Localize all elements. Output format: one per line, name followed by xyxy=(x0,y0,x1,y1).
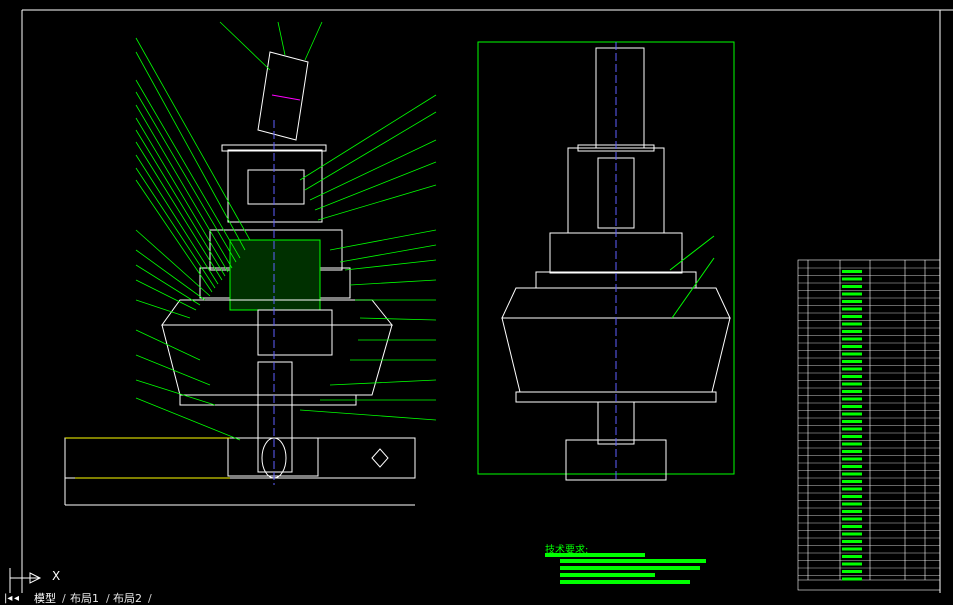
tab-divider: / xyxy=(106,592,110,605)
table-cell-text xyxy=(842,277,862,281)
table-cell-text xyxy=(842,532,862,536)
table-cell-text xyxy=(842,427,862,431)
table-cell-text xyxy=(842,442,862,446)
elevation-view-right xyxy=(477,41,735,481)
table-cell-text xyxy=(842,472,862,476)
table-cell-text xyxy=(842,345,862,348)
table-cell-text xyxy=(842,322,862,326)
table-cell-text xyxy=(842,495,862,498)
layout-tab-bar: |◂ ◂ 模型 / 布局1 / 布局2 / xyxy=(0,593,953,605)
table-cell-text xyxy=(842,382,862,386)
table-cell-text xyxy=(842,502,862,506)
table-cell-text xyxy=(842,292,862,296)
table-cell-text xyxy=(842,315,862,318)
leader-lines-left xyxy=(135,21,437,441)
table-cell-text xyxy=(842,577,862,581)
assembly-view-left xyxy=(64,51,416,506)
table-cell-text xyxy=(842,570,862,573)
table-cell-text xyxy=(842,435,862,438)
table-cell-text xyxy=(842,405,862,408)
table-cell-text xyxy=(842,510,862,513)
parts-list-table xyxy=(797,259,941,591)
tab-divider: / xyxy=(148,592,152,605)
table-cell-text xyxy=(842,352,862,356)
tab-layout1[interactable]: 布局1 xyxy=(70,592,99,605)
table-cell-text xyxy=(842,450,862,453)
table-cell-text xyxy=(842,562,862,566)
ucs-x-label: X xyxy=(52,569,61,583)
table-cell-text xyxy=(842,390,862,393)
table-cell-text xyxy=(842,457,862,461)
table-cell-text xyxy=(842,375,862,378)
table-cell-text xyxy=(842,300,862,303)
table-cell-text xyxy=(842,525,862,528)
table-cell-text xyxy=(842,465,862,468)
table-cell-text xyxy=(842,487,862,491)
tab-layout2[interactable]: 布局2 xyxy=(113,592,142,605)
parts-list-rows xyxy=(798,267,940,581)
drawing-frame xyxy=(21,9,953,593)
tech-requirements-title: 技术要求: xyxy=(545,545,589,556)
tab-nav-first-icon[interactable]: |◂ xyxy=(4,593,13,604)
table-cell-text xyxy=(842,307,862,311)
table-cell-text xyxy=(842,270,862,273)
table-cell-text xyxy=(842,540,862,543)
table-cell-text xyxy=(842,412,862,416)
table-cell-text xyxy=(842,337,862,341)
table-cell-text xyxy=(842,420,862,423)
table-cell-text xyxy=(842,547,862,551)
table-cell-text xyxy=(842,367,862,371)
table-cell-text xyxy=(842,555,862,558)
table-cell-text xyxy=(842,480,862,483)
tab-nav-prev-icon[interactable]: ◂ xyxy=(14,593,20,604)
table-cell-text xyxy=(842,397,862,401)
tech-requirements-lines xyxy=(545,553,706,584)
table-cell-text xyxy=(842,360,862,363)
tab-divider: / xyxy=(62,592,66,605)
table-cell-text xyxy=(842,285,862,288)
table-cell-text xyxy=(842,517,862,521)
tab-model[interactable]: 模型 xyxy=(34,592,56,605)
ucs-icon xyxy=(9,568,42,593)
table-cell-text xyxy=(842,330,862,333)
